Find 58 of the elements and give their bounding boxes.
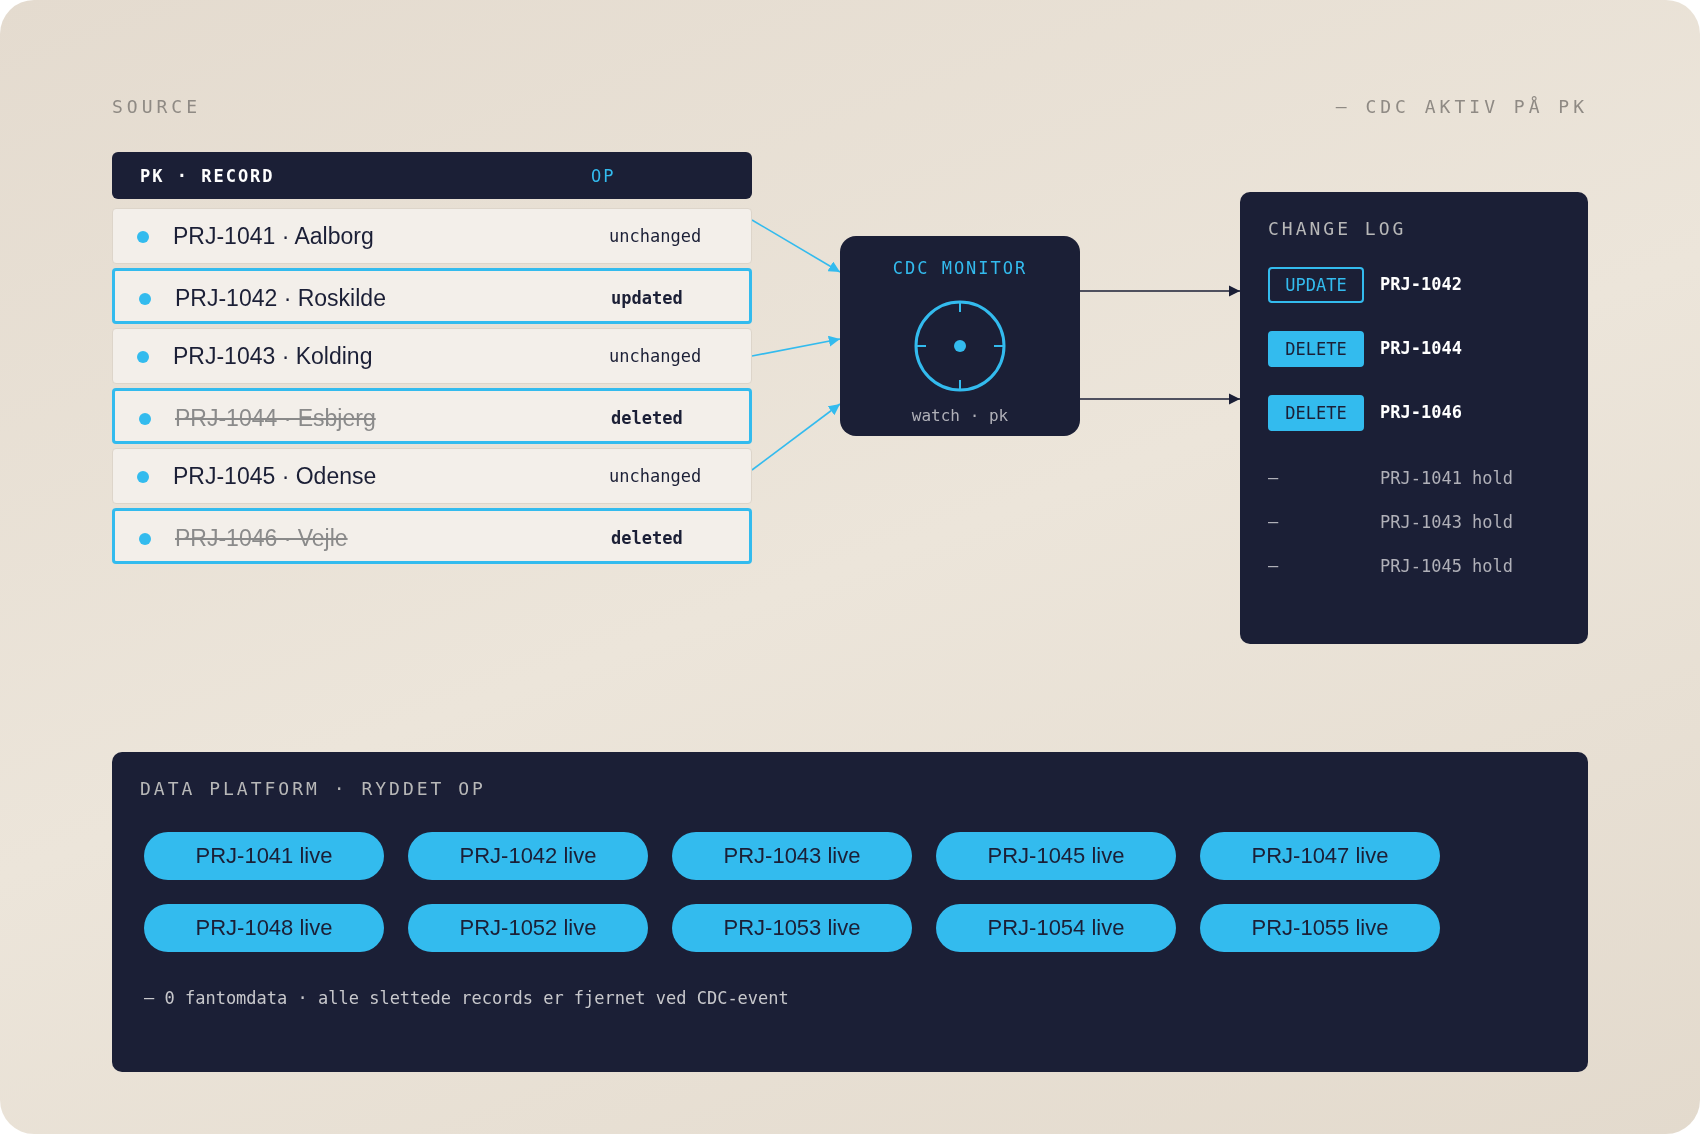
record-pill: PRJ-1047 live (1200, 832, 1440, 880)
record-row (112, 448, 752, 504)
table-header (112, 152, 752, 199)
section-label: SOURCE (112, 96, 202, 117)
operation-text: deleted (611, 528, 683, 548)
arrow (751, 335, 841, 357)
record-row (112, 388, 752, 444)
record-row (112, 208, 752, 264)
record-pill: PRJ-1053 live (672, 904, 912, 952)
operation-text: unchanged (609, 346, 702, 366)
record-row (112, 508, 752, 564)
record-pill: PRJ-1045 live (936, 832, 1176, 880)
record-row (112, 328, 752, 384)
column-header: PK · RECORD (140, 166, 275, 186)
monitor-caption: watch · pk (910, 406, 1010, 425)
monitor-box (840, 236, 1080, 436)
record-pill: PRJ-1054 live (936, 904, 1176, 952)
record-pill: PRJ-1052 live (408, 904, 648, 952)
record-pill: PRJ-1043 live (672, 832, 912, 880)
change-log-panel (1240, 192, 1588, 644)
dash: — (1268, 556, 1279, 576)
column-header: OP (591, 166, 616, 186)
record-name: PRJ-1044 · Esbjerg (175, 405, 376, 432)
panel-title: CHANGE LOG (1268, 218, 1407, 239)
monitor-title: CDC MONITOR (891, 258, 1029, 278)
arrow (751, 403, 841, 471)
operation-text: unchanged (609, 466, 702, 486)
record-pill: PRJ-1055 live (1200, 904, 1440, 952)
status-label: — CDC AKTIV PÅ PK (1335, 96, 1588, 117)
arrow (1079, 393, 1241, 405)
operation-text: unchanged (609, 226, 702, 246)
record-row (112, 268, 752, 324)
operation-badge: UPDATE (1268, 267, 1364, 303)
record-pill: PRJ-1042 live (408, 832, 648, 880)
record-name: PRJ-1042 · Roskilde (175, 285, 386, 312)
record-id: PRJ-1044 (1380, 338, 1462, 358)
dash: — (1268, 468, 1279, 488)
operation-text: updated (611, 288, 683, 308)
record-pill: PRJ-1041 live (144, 832, 384, 880)
dash: — (1268, 512, 1279, 532)
operation-text: deleted (611, 408, 683, 428)
arrow (751, 219, 841, 273)
operation-badge: DELETE (1268, 331, 1364, 367)
platform-panel (112, 752, 1588, 1072)
record-pill: PRJ-1048 live (144, 904, 384, 952)
arrow (1079, 285, 1241, 297)
operation-badge: DELETE (1268, 395, 1364, 431)
log-entry: PRJ-1043 hold (1380, 512, 1514, 532)
record-id: PRJ-1042 (1380, 274, 1462, 294)
record-name: PRJ-1041 · Aalborg (173, 223, 374, 250)
log-entry: PRJ-1041 hold (1380, 468, 1514, 488)
footnote: — 0 fantomdata · alle slettede records er fjernet ved CDC-event (144, 988, 789, 1008)
panel-title: DATA PLATFORM · RYDDET OP (140, 778, 486, 799)
record-name: PRJ-1046 · Vejle (175, 525, 348, 552)
record-name: PRJ-1045 · Odense (173, 463, 377, 490)
log-entry: PRJ-1045 hold (1380, 556, 1514, 576)
record-id: PRJ-1046 (1380, 402, 1462, 422)
record-name: PRJ-1043 · Kolding (173, 343, 373, 370)
